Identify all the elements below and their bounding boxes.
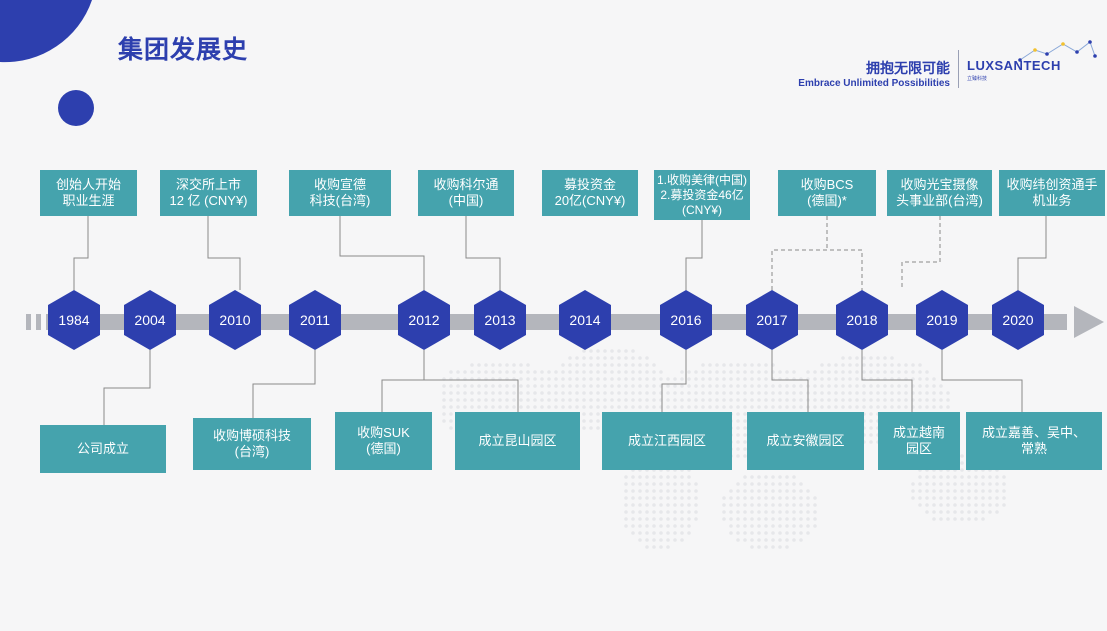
brand-network-icon (1018, 40, 1097, 62)
slogan: 拥抱无限可能 Embrace Unlimited Possibilities (785, 58, 950, 89)
event-card-top: 收购BCS (德国)* (778, 170, 876, 216)
event-card-top: 收购科尔通 (中国) (418, 170, 514, 216)
connector-2011 (252, 350, 316, 418)
year-hex-2014: 2014 (559, 290, 611, 350)
event-card-top: 收购宣德 科技(台湾) (289, 170, 391, 216)
event-card-bottom: 成立安徽园区 (747, 412, 864, 470)
connector-2004 (103, 350, 151, 425)
year-hex-2016: 2016 (660, 290, 712, 350)
event-card-bottom: 公司成立 (40, 425, 166, 473)
event-card-top: 深交所上市 12 亿 (CNY¥) (160, 170, 257, 216)
event-card-top: 创始人开始 职业生涯 (40, 170, 137, 216)
slogan-cn: 拥抱无限可能 (866, 60, 950, 76)
connector-2016 (685, 220, 703, 290)
connector-2020 (1017, 216, 1047, 290)
connector-2012-top (339, 216, 425, 290)
slogan-en: Embrace Unlimited Possibilities (798, 78, 950, 89)
event-card-bottom: 成立越南 园区 (878, 412, 960, 470)
connector-2019 (941, 350, 1023, 412)
year-hex-2017: 2017 (746, 290, 798, 350)
year-hex-2019: 2019 (916, 290, 968, 350)
year-hex-2010: 2010 (209, 290, 261, 350)
event-card-top: 收购纬创资通手 机业务 (999, 170, 1105, 216)
event-card-top: 收购光宝摄像 头事业部(台湾) (887, 170, 992, 216)
year-hex-2018: 2018 (836, 290, 888, 350)
event-card-top: 募投资金 20亿(CNY¥) (542, 170, 638, 216)
brand-logo: LUXSANTECH (967, 58, 1061, 73)
connector-2013 (465, 216, 501, 290)
connector-2010 (207, 216, 241, 290)
decorative-circles (0, 0, 94, 126)
event-card-bottom: 收购SUK (德国) (335, 412, 432, 470)
connector-2016-bottom (661, 350, 687, 412)
event-card-bottom: 成立江西园区 (602, 412, 732, 470)
year-hex-2004: 2004 (124, 290, 176, 350)
connector-2018 (861, 350, 913, 412)
connector-2019-dashed (901, 216, 941, 290)
event-card-bottom: 成立昆山园区 (455, 412, 580, 470)
brand-divider (958, 50, 959, 88)
connector-1984 (73, 216, 89, 290)
event-card-bottom: 收购博硕科技 (台湾) (193, 418, 311, 470)
connector-2017 (771, 350, 809, 412)
page-title: 集团发展史 (118, 36, 249, 64)
event-card-top: 1.收购美律(中国) 2.募投资金46亿 (CNY¥) (654, 170, 750, 220)
event-card-bottom: 成立嘉善、吴中、 常熟 (966, 412, 1102, 470)
connector-bcs (771, 216, 863, 290)
brand-sub: 立臻科技 (967, 76, 988, 82)
